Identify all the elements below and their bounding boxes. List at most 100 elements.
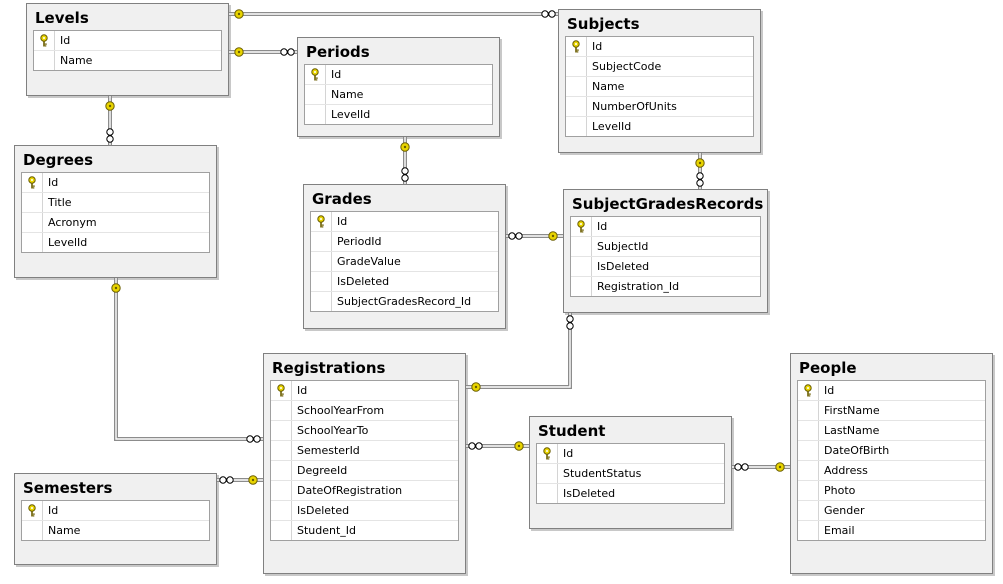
column-row[interactable]: Id — [537, 444, 724, 464]
relationship-people-student[interactable] — [732, 462, 790, 472]
table-title: Registrations — [272, 359, 386, 377]
key-icon — [105, 101, 115, 111]
infinity-icon — [696, 172, 704, 187]
column-row[interactable]: NumberOfUnits — [566, 97, 753, 117]
column-row[interactable]: Id — [34, 31, 221, 51]
column-row[interactable]: Id — [271, 381, 458, 401]
column-row[interactable]: SchoolYearFrom — [271, 401, 458, 421]
row-selector — [537, 464, 558, 483]
relationship-levels-subjects[interactable] — [229, 9, 558, 19]
column-row[interactable]: Title — [22, 193, 209, 213]
column-row[interactable]: Address — [798, 461, 985, 481]
column-row[interactable]: Gender — [798, 501, 985, 521]
row-selector — [22, 213, 43, 232]
row-selector — [798, 481, 819, 500]
column-row[interactable]: Name — [34, 51, 221, 70]
column-row[interactable]: Name — [566, 77, 753, 97]
relationship-levels-degrees[interactable] — [105, 96, 115, 145]
row-selector — [571, 257, 592, 276]
column-row[interactable]: Id — [22, 501, 209, 521]
row-selector — [22, 193, 43, 212]
column-row[interactable]: StudentStatus — [537, 464, 724, 484]
key-icon — [317, 215, 325, 228]
column-row[interactable]: SubjectCode — [566, 57, 753, 77]
column-row[interactable]: Registration_Id — [571, 277, 760, 296]
relationship-subjectgradesrecords-grades[interactable] — [506, 231, 563, 241]
column-row[interactable]: Id — [566, 37, 753, 57]
relationship-periods-grades[interactable] — [400, 137, 410, 184]
column-row[interactable]: SchoolYearTo — [271, 421, 458, 441]
column-row[interactable]: SemesterId — [271, 441, 458, 461]
row-selector — [571, 237, 592, 256]
row-selector — [311, 292, 332, 311]
column-row[interactable]: IsDeleted — [271, 501, 458, 521]
column-name: LastName — [824, 424, 880, 437]
column-row[interactable]: LastName — [798, 421, 985, 441]
column-row[interactable]: SubjectId — [571, 237, 760, 257]
column-row[interactable]: Id — [311, 212, 498, 232]
column-row[interactable]: Photo — [798, 481, 985, 501]
column-name: SchoolYearTo — [297, 424, 369, 437]
column-row[interactable]: DateOfRegistration — [271, 481, 458, 501]
column-row[interactable]: Student_Id — [271, 521, 458, 540]
column-row[interactable]: LevelId — [566, 117, 753, 136]
row-selector — [305, 105, 326, 124]
relationship-degrees-registrations[interactable] — [111, 278, 263, 443]
infinity-icon — [734, 463, 749, 471]
column-row[interactable]: FirstName — [798, 401, 985, 421]
column-name: Acronym — [48, 216, 97, 229]
column-row[interactable]: Id — [305, 65, 492, 85]
column-row[interactable]: IsDeleted — [571, 257, 760, 277]
key-icon — [28, 176, 36, 189]
row-selector — [798, 501, 819, 520]
column-row[interactable]: Name — [305, 85, 492, 105]
column-row[interactable]: Id — [571, 217, 760, 237]
table-title: Student — [538, 422, 606, 440]
column-name: Email — [824, 524, 855, 537]
column-row[interactable]: IsDeleted — [311, 272, 498, 292]
column-row[interactable]: GradeValue — [311, 252, 498, 272]
row-selector — [305, 65, 326, 84]
key-icon — [400, 142, 410, 152]
column-name: StudentStatus — [563, 467, 642, 480]
relationship-levels-periods[interactable] — [229, 47, 297, 57]
column-name: Name — [331, 88, 364, 101]
relationship-student-registrations[interactable] — [466, 441, 529, 451]
column-row[interactable]: IsDeleted — [537, 484, 724, 503]
column-row[interactable]: Name — [22, 521, 209, 540]
row-selector — [798, 521, 819, 540]
row-selector — [798, 441, 819, 460]
relationship-registrations-subjectgradesrecords[interactable] — [466, 313, 574, 392]
table-title: Levels — [35, 9, 89, 27]
row-selector — [305, 85, 326, 104]
column-row[interactable]: Id — [798, 381, 985, 401]
relationship-subjects-subjectgradesrecords[interactable] — [695, 153, 705, 189]
column-row[interactable]: LevelId — [305, 105, 492, 124]
column-row[interactable]: SubjectGradesRecord_Id — [311, 292, 498, 311]
column-row[interactable]: PeriodId — [311, 232, 498, 252]
column-row[interactable]: Acronym — [22, 213, 209, 233]
row-selector — [571, 217, 592, 236]
column-row[interactable]: DateOfBirth — [798, 441, 985, 461]
column-row[interactable]: Id — [22, 173, 209, 193]
row-selector — [311, 232, 332, 251]
column-row[interactable]: Email — [798, 521, 985, 540]
row-selector — [566, 57, 587, 76]
column-row[interactable]: LevelId — [22, 233, 209, 252]
row-selector — [22, 173, 43, 192]
column-row[interactable]: DegreeId — [271, 461, 458, 481]
relationship-semesters-registrations[interactable] — [217, 475, 263, 485]
column-name: SchoolYearFrom — [297, 404, 385, 417]
infinity-icon — [541, 10, 556, 18]
